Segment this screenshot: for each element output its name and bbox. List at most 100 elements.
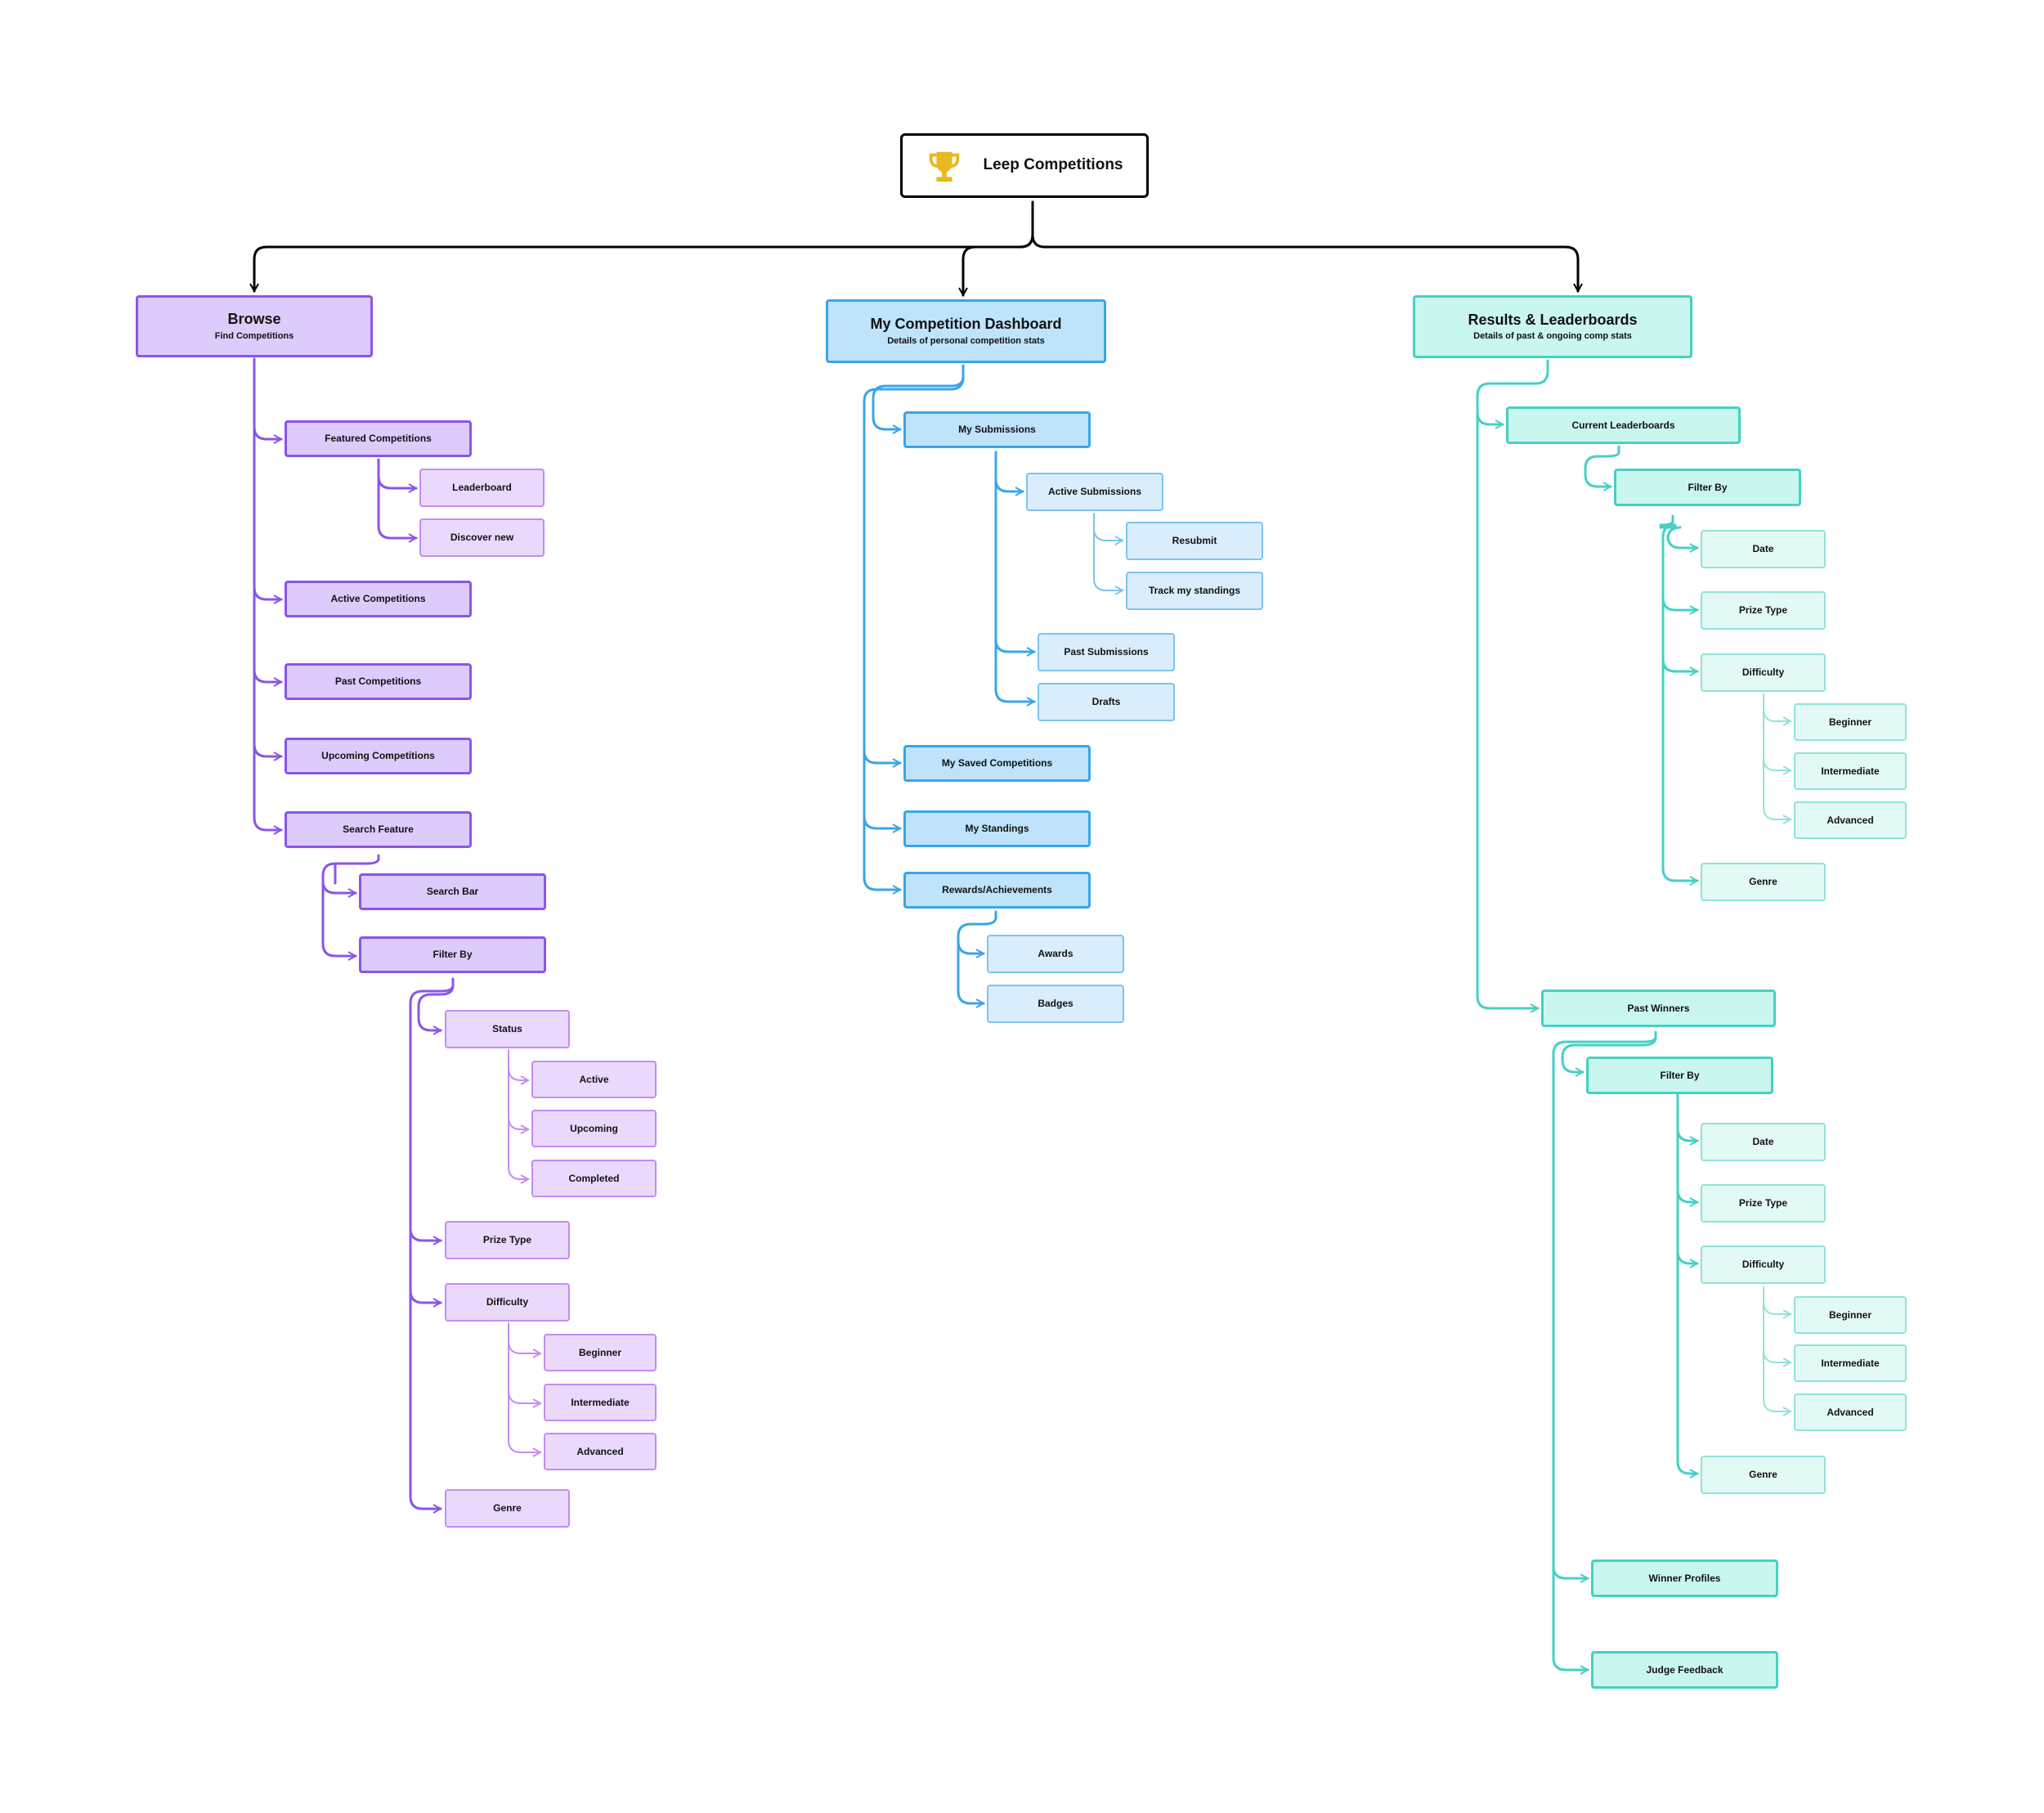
- node-label: Filter By: [1660, 1069, 1700, 1081]
- node-label: Date: [1752, 543, 1774, 555]
- upcoming-competitions-node[interactable]: Upcoming Competitions: [285, 738, 472, 774]
- drafts-node[interactable]: Drafts: [1038, 683, 1175, 721]
- node-label: Past Competitions: [334, 675, 422, 688]
- browse-beginner-node[interactable]: Beginner: [544, 1334, 657, 1371]
- node-label: Badges: [1038, 998, 1074, 1010]
- node-label: Genre: [1749, 876, 1777, 888]
- node-label: Judge Feedback: [1646, 1663, 1724, 1676]
- node-label: Leaderboard: [452, 482, 512, 494]
- rewards-achievements-node[interactable]: Rewards/Achievements: [903, 872, 1091, 909]
- active-competitions-node[interactable]: Active Competitions: [285, 581, 472, 617]
- pw-advanced-node[interactable]: Advanced: [1794, 1393, 1907, 1431]
- node-label: Advanced: [1827, 814, 1874, 826]
- pw-prize-type-node[interactable]: Prize Type: [1701, 1184, 1826, 1223]
- browse-prize-type-node[interactable]: Prize Type: [445, 1221, 570, 1259]
- status-upcoming-node[interactable]: Upcoming: [531, 1110, 657, 1147]
- past-winners-filter-by-node[interactable]: Filter By: [1586, 1057, 1773, 1094]
- node-label: Active Competitions: [330, 593, 426, 605]
- resubmit-node[interactable]: Resubmit: [1126, 522, 1263, 560]
- dashboard-subtitle: Details of personal competition stats: [887, 335, 1045, 346]
- pw-beginner-node[interactable]: Beginner: [1794, 1296, 1907, 1334]
- dashboard-node[interactable]: My Competition Dashboard Details of pers…: [826, 299, 1106, 363]
- node-label: Featured Competitions: [325, 433, 432, 445]
- node-label: Rewards/Achievements: [942, 884, 1052, 896]
- connector-dashboard-spine: [863, 364, 965, 890]
- current-leaderboards-node[interactable]: Current Leaderboards: [1506, 406, 1741, 444]
- connector-browse-spine: [253, 357, 281, 830]
- node-label: Upcoming Competitions: [321, 750, 435, 762]
- node-label: My Saved Competitions: [941, 757, 1053, 770]
- node-label: Drafts: [1091, 696, 1121, 708]
- results-prize-type-node[interactable]: Prize Type: [1701, 591, 1826, 630]
- discover-new-node[interactable]: Discover new: [419, 518, 545, 557]
- results-subtitle: Details of past & ongoing comp stats: [1473, 331, 1632, 342]
- pw-intermediate-node[interactable]: Intermediate: [1794, 1344, 1907, 1382]
- node-label: Prize Type: [1738, 1197, 1788, 1209]
- results-advanced-node[interactable]: Advanced: [1794, 801, 1907, 839]
- node-label: Awards: [1038, 948, 1074, 960]
- my-submissions-node[interactable]: My Submissions: [903, 411, 1091, 448]
- results-date-node[interactable]: Date: [1701, 530, 1826, 568]
- browse-filter-by-node[interactable]: Filter By: [359, 936, 546, 973]
- past-competitions-node[interactable]: Past Competitions: [285, 663, 472, 700]
- browse-difficulty-node[interactable]: Difficulty: [445, 1283, 570, 1322]
- node-label: Upcoming: [570, 1122, 618, 1134]
- node-label: Track my standings: [1148, 585, 1241, 597]
- node-label: Search Feature: [343, 823, 414, 836]
- track-my-standings-node[interactable]: Track my standings: [1126, 572, 1263, 610]
- awards-node[interactable]: Awards: [987, 935, 1124, 973]
- past-submissions-node[interactable]: Past Submissions: [1038, 633, 1175, 671]
- node-label: Search Bar: [426, 886, 479, 898]
- past-winners-node[interactable]: Past Winners: [1541, 990, 1776, 1027]
- pw-genre-node[interactable]: Genre: [1701, 1456, 1826, 1494]
- results-difficulty-node[interactable]: Difficulty: [1701, 653, 1826, 692]
- search-bar-node[interactable]: Search Bar: [359, 873, 546, 910]
- connector-results-spine: [1476, 359, 1549, 1008]
- connector-root-results: [1031, 233, 1578, 291]
- node-label: Genre: [493, 1502, 522, 1515]
- results-node[interactable]: Results & Leaderboards Details of past &…: [1413, 295, 1692, 358]
- node-label: Status: [492, 1023, 522, 1035]
- results-intermediate-node[interactable]: Intermediate: [1794, 752, 1907, 790]
- trophy-icon: [930, 151, 960, 182]
- browse-title: Browse: [227, 311, 281, 328]
- status-node[interactable]: Status: [445, 1010, 570, 1048]
- browse-genre-node[interactable]: Genre: [445, 1489, 570, 1528]
- browse-advanced-node[interactable]: Advanced: [544, 1433, 657, 1470]
- results-title: Results & Leaderboards: [1468, 311, 1638, 328]
- featured-competitions-node[interactable]: Featured Competitions: [285, 420, 472, 457]
- judge-feedback-node[interactable]: Judge Feedback: [1591, 1651, 1778, 1689]
- node-label: Beginner: [1828, 716, 1871, 728]
- active-submissions-node[interactable]: Active Submissions: [1026, 473, 1163, 511]
- winner-profiles-node[interactable]: Winner Profiles: [1591, 1559, 1778, 1597]
- node-label: Date: [1752, 1136, 1774, 1148]
- results-beginner-node[interactable]: Beginner: [1794, 703, 1907, 741]
- leaderboard-node[interactable]: Leaderboard: [419, 469, 545, 507]
- root-node: Leep Competitions: [900, 133, 1149, 198]
- node-label: Current Leaderboards: [1571, 419, 1675, 431]
- my-saved-competitions-node[interactable]: My Saved Competitions: [903, 745, 1091, 782]
- node-label: Filter By: [1688, 481, 1728, 493]
- pw-difficulty-node[interactable]: Difficulty: [1701, 1245, 1826, 1284]
- node-label: Discover new: [450, 532, 514, 544]
- results-genre-node[interactable]: Genre: [1701, 863, 1826, 901]
- pw-date-node[interactable]: Date: [1701, 1123, 1826, 1161]
- node-label: Advanced: [576, 1445, 624, 1457]
- status-completed-node[interactable]: Completed: [531, 1160, 657, 1197]
- search-feature-node[interactable]: Search Feature: [285, 811, 472, 848]
- node-label: My Standings: [965, 823, 1029, 835]
- node-label: Difficulty: [1741, 1259, 1785, 1271]
- badges-node[interactable]: Badges: [987, 985, 1124, 1023]
- node-label: Intermediate: [1821, 1357, 1880, 1369]
- connector-root-browse: [254, 200, 1034, 291]
- my-standings-node[interactable]: My Standings: [903, 810, 1091, 847]
- browse-node[interactable]: Browse Find Competitions: [136, 295, 373, 357]
- browse-intermediate-node[interactable]: Intermediate: [544, 1384, 657, 1421]
- dashboard-title: My Competition Dashboard: [870, 316, 1062, 333]
- results-filter-by-node[interactable]: Filter By: [1614, 469, 1801, 506]
- node-label: Completed: [568, 1172, 620, 1184]
- node-label: Prize Type: [1738, 604, 1788, 617]
- status-active-node[interactable]: Active: [531, 1061, 657, 1098]
